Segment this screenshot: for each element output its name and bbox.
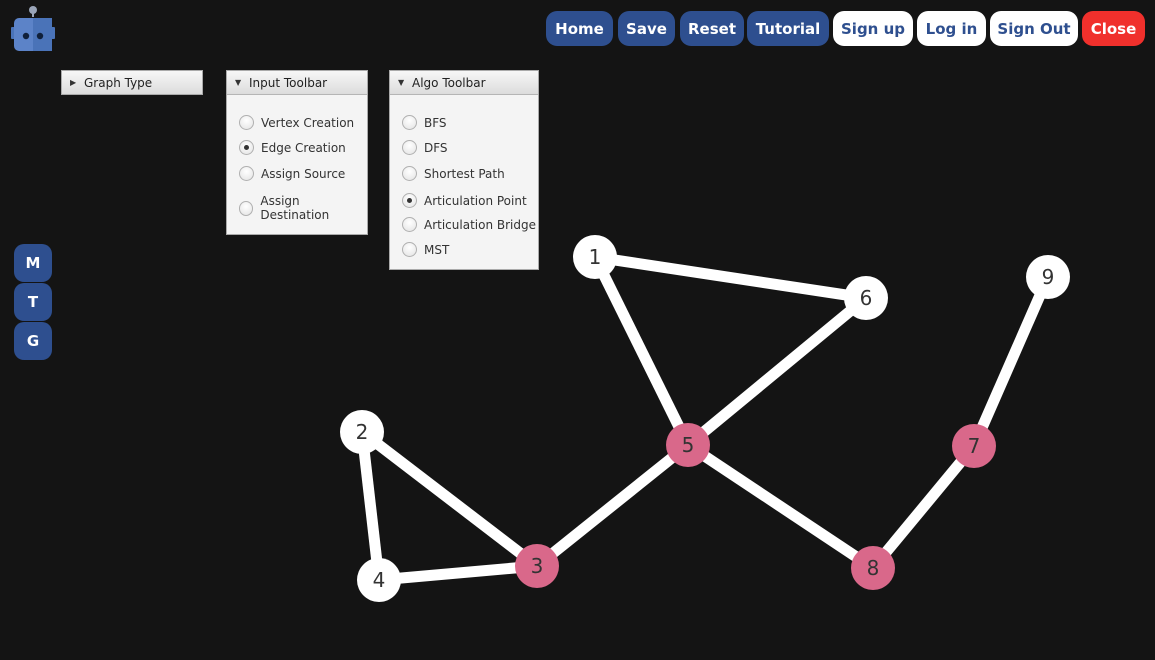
articulation-node-circle bbox=[515, 544, 559, 588]
radio-icon bbox=[239, 200, 254, 216]
graph-edge-6-5[interactable] bbox=[684, 293, 870, 450]
input-toolbar-panel: ▼ Input Toolbar Vertex Creation Edge Cre… bbox=[226, 70, 368, 235]
node-label: 5 bbox=[682, 433, 695, 457]
sign-out-button[interactable]: Sign Out bbox=[990, 11, 1078, 46]
radio-icon bbox=[402, 242, 417, 257]
expand-arrow-icon: ▶ bbox=[70, 78, 77, 87]
assign-source-radio[interactable]: Assign Source bbox=[239, 166, 345, 181]
dfs-radio[interactable]: DFS bbox=[402, 140, 448, 155]
graph-type-title: Graph Type bbox=[84, 75, 153, 90]
node-label: 3 bbox=[531, 554, 544, 578]
radio-selected-icon bbox=[239, 140, 254, 155]
graph-type-panel: ▶ Graph Type bbox=[61, 70, 203, 95]
articulation-bridge-radio[interactable]: Articulation Bridge bbox=[402, 217, 536, 232]
algo-toolbar-header[interactable]: ▼ Algo Toolbar bbox=[390, 71, 538, 95]
node-label: 1 bbox=[589, 245, 602, 269]
radio-icon bbox=[239, 115, 254, 130]
home-button[interactable]: Home bbox=[546, 11, 613, 46]
sign-up-button[interactable]: Sign up bbox=[833, 11, 913, 46]
input-toolbar-title: Input Toolbar bbox=[249, 75, 328, 90]
node-circle bbox=[357, 558, 401, 602]
graph-node-7[interactable]: 7 bbox=[952, 424, 996, 468]
node-circle bbox=[844, 276, 888, 320]
node-label: 7 bbox=[968, 434, 981, 458]
graph-edge-1-6[interactable] bbox=[594, 251, 867, 304]
option-label: BFS bbox=[424, 115, 447, 130]
graph-node-6[interactable]: 6 bbox=[844, 276, 888, 320]
graph-node-4[interactable]: 4 bbox=[357, 558, 401, 602]
radio-selected-icon bbox=[402, 193, 417, 208]
robot-logo-icon bbox=[11, 6, 55, 51]
graph-edge-5-8[interactable] bbox=[684, 440, 877, 573]
node-circle bbox=[1026, 255, 1070, 299]
close-button[interactable]: Close bbox=[1082, 11, 1145, 46]
node-label: 4 bbox=[373, 568, 386, 592]
graph-edge-2-3[interactable] bbox=[358, 427, 541, 571]
algo-toolbar-title: Algo Toolbar bbox=[412, 75, 486, 90]
node-label: 6 bbox=[860, 286, 873, 310]
shortest-path-radio[interactable]: Shortest Path bbox=[402, 166, 505, 181]
radio-icon bbox=[402, 115, 417, 130]
assign-destination-radio[interactable]: Assign Destination bbox=[239, 194, 367, 222]
graph-edge-3-5[interactable] bbox=[533, 440, 692, 571]
graph-edge-7-9[interactable] bbox=[968, 274, 1054, 449]
mode-g-button[interactable]: G bbox=[14, 322, 52, 360]
option-label: Articulation Bridge bbox=[424, 217, 536, 232]
algo-toolbar-panel: ▼ Algo Toolbar BFS DFS Shortest Path Art… bbox=[389, 70, 539, 270]
node-label: 2 bbox=[356, 420, 369, 444]
collapse-arrow-icon: ▼ bbox=[235, 78, 242, 87]
node-circle bbox=[573, 235, 617, 279]
option-label: Edge Creation bbox=[261, 140, 346, 155]
graph-node-1[interactable]: 1 bbox=[573, 235, 617, 279]
articulation-node-circle bbox=[851, 546, 895, 590]
node-circle bbox=[340, 410, 384, 454]
graph-edge-1-5[interactable] bbox=[590, 254, 693, 448]
articulation-point-radio[interactable]: Articulation Point bbox=[402, 193, 527, 208]
edge-creation-radio[interactable]: Edge Creation bbox=[239, 140, 346, 155]
mode-t-button[interactable]: T bbox=[14, 283, 52, 321]
articulation-node-circle bbox=[952, 424, 996, 468]
graph-edge-2-4[interactable] bbox=[356, 431, 385, 581]
graph-edge-8-7[interactable] bbox=[868, 442, 979, 572]
radio-icon bbox=[402, 166, 417, 181]
graph-node-3[interactable]: 3 bbox=[515, 544, 559, 588]
node-label: 8 bbox=[867, 556, 880, 580]
log-in-button[interactable]: Log in bbox=[917, 11, 986, 46]
option-label: Assign Source bbox=[261, 166, 346, 181]
radio-icon bbox=[239, 166, 254, 181]
save-button[interactable]: Save bbox=[618, 11, 675, 46]
graph-edge-4-3[interactable] bbox=[378, 560, 538, 586]
node-label: 9 bbox=[1042, 265, 1055, 289]
option-label: Articulation Point bbox=[424, 193, 527, 208]
graph-node-8[interactable]: 8 bbox=[851, 546, 895, 590]
mode-m-button[interactable]: M bbox=[14, 244, 52, 282]
radio-icon bbox=[402, 140, 417, 155]
graph-type-header[interactable]: ▶ Graph Type bbox=[62, 71, 202, 94]
mst-radio[interactable]: MST bbox=[402, 242, 449, 257]
graph-node-9[interactable]: 9 bbox=[1026, 255, 1070, 299]
option-label: Shortest Path bbox=[424, 166, 505, 181]
option-label: Vertex Creation bbox=[261, 115, 355, 130]
option-label: DFS bbox=[424, 140, 448, 155]
tutorial-button[interactable]: Tutorial bbox=[747, 11, 829, 46]
option-label: Assign Destination bbox=[260, 194, 330, 222]
option-label: MST bbox=[424, 242, 450, 257]
radio-icon bbox=[402, 217, 417, 232]
articulation-node-circle bbox=[666, 423, 710, 467]
collapse-arrow-icon: ▼ bbox=[398, 78, 405, 87]
graph-node-5[interactable]: 5 bbox=[666, 423, 710, 467]
graph-node-2[interactable]: 2 bbox=[340, 410, 384, 454]
reset-button[interactable]: Reset bbox=[680, 11, 744, 46]
vertex-creation-radio[interactable]: Vertex Creation bbox=[239, 115, 354, 130]
bfs-radio[interactable]: BFS bbox=[402, 115, 447, 130]
input-toolbar-header[interactable]: ▼ Input Toolbar bbox=[227, 71, 367, 95]
